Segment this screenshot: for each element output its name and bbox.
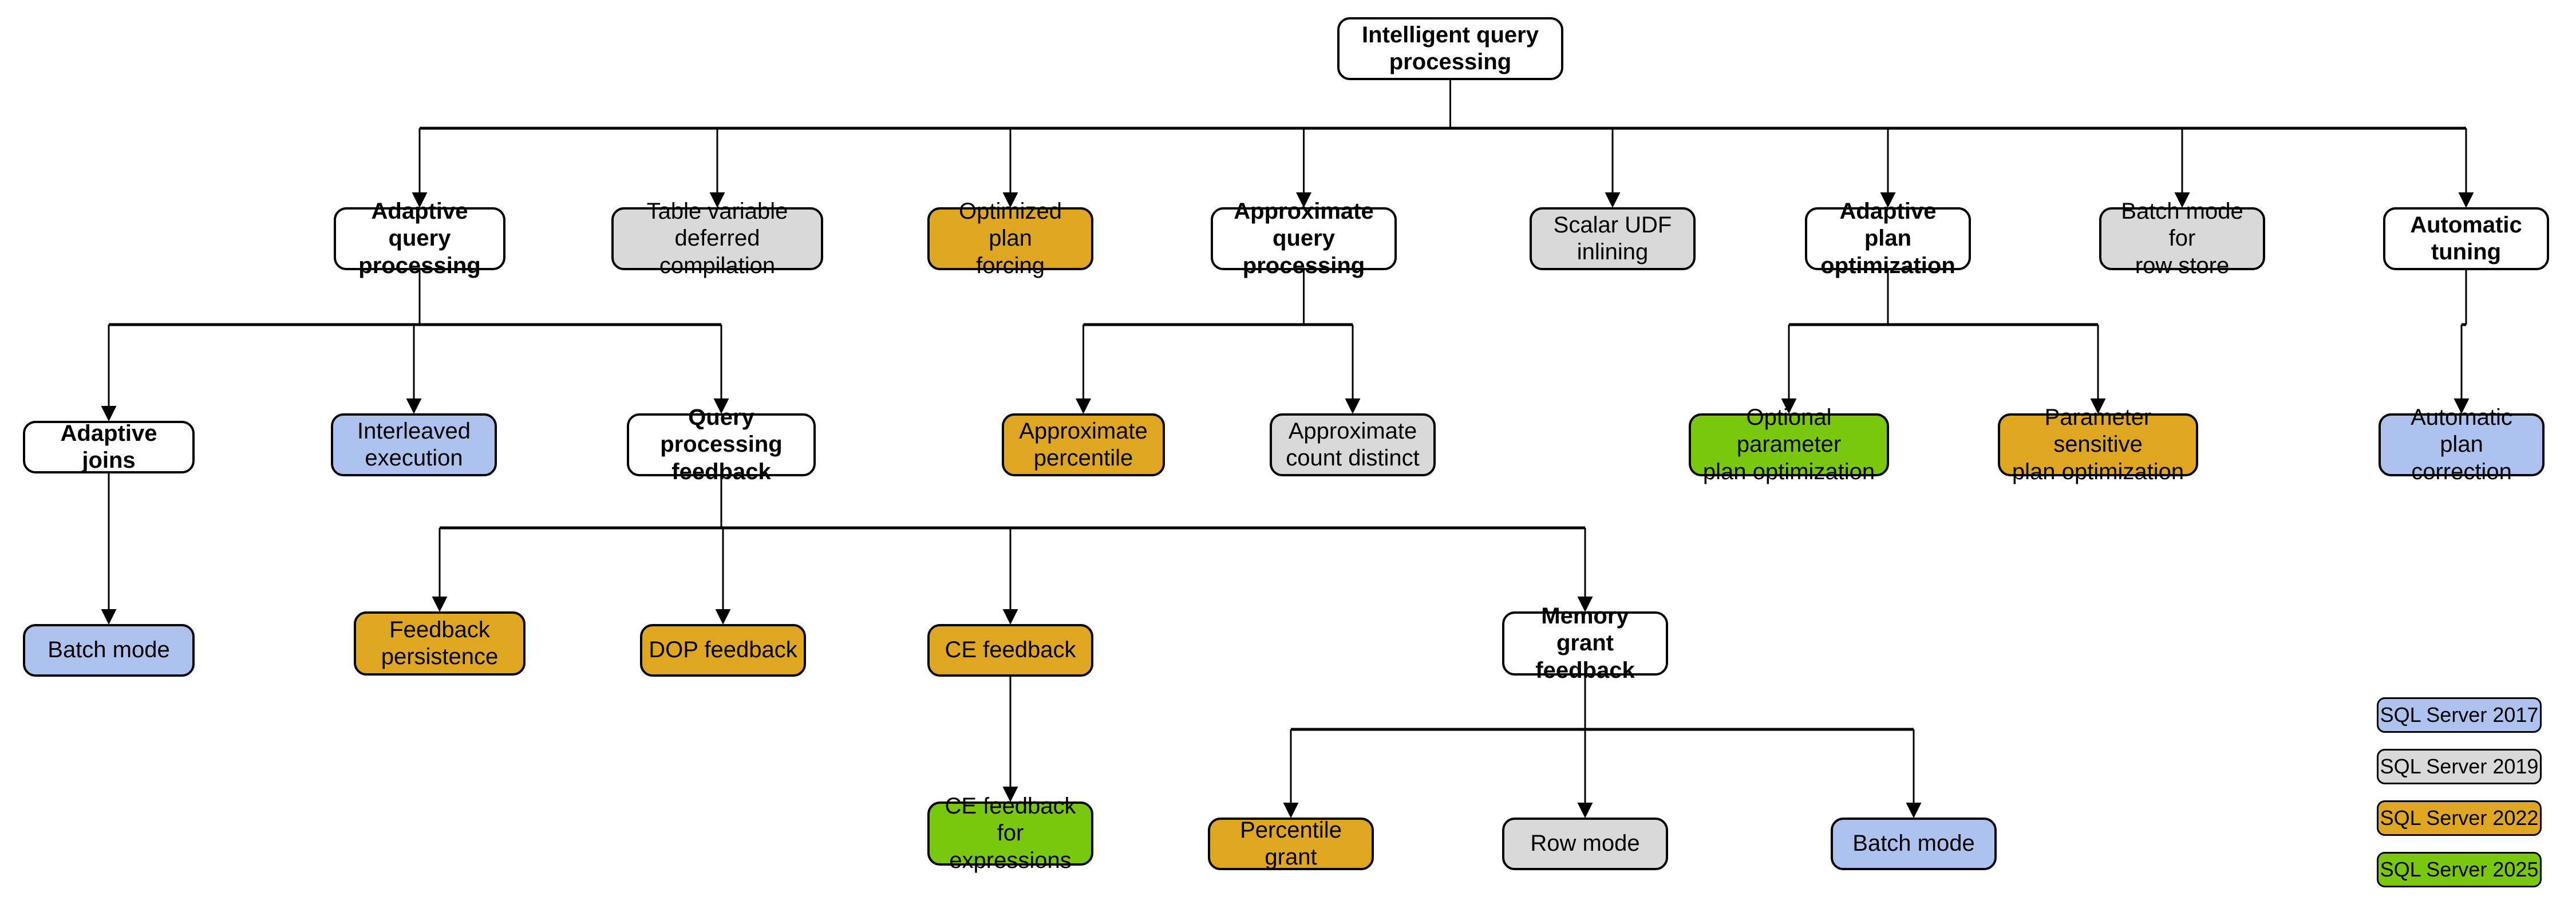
node-batchmode1[interactable]: Batch mode: [23, 624, 195, 677]
node-cefb[interactable]: CE feedback: [927, 624, 1093, 677]
legend-item-sql2019: SQL Server 2019: [2377, 749, 2542, 784]
node-root[interactable]: Intelligent query processing: [1337, 17, 1563, 80]
node-apo[interactable]: Adaptive plan optimization: [1805, 199, 1971, 278]
node-udf[interactable]: Scalar UDF inlining: [1530, 207, 1696, 270]
legend-item-sql2022: SQL Server 2022: [2377, 800, 2542, 836]
node-rowmode[interactable]: Row mode: [1502, 818, 1668, 870]
node-approxqp[interactable]: Approximate query processing: [1211, 199, 1397, 278]
node-percgrant[interactable]: Percentile grant: [1208, 818, 1374, 870]
legend-item-sql2025: SQL Server 2025: [2377, 852, 2542, 887]
node-fbpersist[interactable]: Feedback persistence: [354, 611, 526, 676]
node-oppo[interactable]: Optional parameter plan optimization: [1689, 405, 1889, 484]
node-dopfb[interactable]: DOP feedback: [640, 624, 806, 677]
node-autotune[interactable]: Automatic tuning: [2383, 207, 2549, 270]
node-tvdc[interactable]: Table variable deferred compilation: [611, 199, 823, 278]
node-bmrs[interactable]: Batch mode for row store: [2099, 199, 2265, 278]
node-approxcd[interactable]: Approximate count distinct: [1270, 413, 1436, 476]
node-opf[interactable]: Optimized plan forcing: [927, 199, 1093, 278]
node-cefbexpr[interactable]: CE feedback for expressions: [927, 793, 1093, 873]
node-interleav[interactable]: Interleaved execution: [331, 413, 497, 476]
node-aqp[interactable]: Adaptive query processing: [334, 199, 505, 278]
node-qpf[interactable]: Query processing feedback: [627, 405, 816, 484]
node-batchmode2[interactable]: Batch mode: [1831, 818, 1997, 870]
node-adaptjoins[interactable]: Adaptive joins: [23, 421, 195, 473]
node-pspo[interactable]: Parameter sensitive plan optimization: [1998, 405, 2198, 484]
node-mgf[interactable]: Memory grant feedback: [1502, 603, 1668, 683]
legend-item-sql2017: SQL Server 2017: [2377, 697, 2542, 733]
node-apc[interactable]: Automatic plan correction: [2379, 405, 2545, 484]
node-approxperc[interactable]: Approximate percentile: [1002, 413, 1165, 476]
